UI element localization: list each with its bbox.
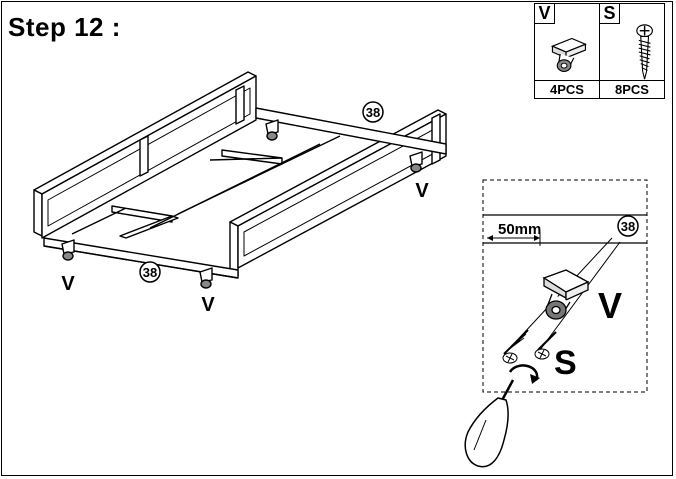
callout-38-inset: 38 bbox=[617, 215, 639, 237]
caster-back-left bbox=[61, 239, 75, 261]
callout-38-top-label: 38 bbox=[366, 105, 380, 120]
slats bbox=[71, 135, 341, 239]
detail-inset: 50mm 38 V bbox=[464, 179, 648, 468]
measurement-dimension: 50mm bbox=[487, 221, 541, 246]
parts-legend: V 4PCS S 8PCS bbox=[534, 3, 666, 99]
screw-detail-left bbox=[502, 329, 529, 364]
callout-38-inset-label: 38 bbox=[621, 219, 635, 234]
part-s-qty: 8PCS bbox=[600, 80, 664, 98]
callout-38-bottom-label: 38 bbox=[143, 265, 157, 280]
rotation-arrow-icon bbox=[508, 364, 540, 384]
part-v-qty: 4PCS bbox=[535, 80, 599, 98]
part-s-letter: S bbox=[600, 4, 620, 24]
caster-label-middle: V bbox=[201, 294, 215, 316]
part-s-box: S 8PCS bbox=[599, 3, 665, 99]
caster-front-right bbox=[409, 151, 423, 173]
callout-38-bottom: 38 bbox=[139, 261, 161, 283]
caster-front-left bbox=[199, 267, 213, 289]
measurement-label: 50mm bbox=[498, 221, 541, 238]
caster-wheel-icon bbox=[550, 37, 587, 73]
screw-detail-right bbox=[534, 331, 557, 360]
part-v-letter: V bbox=[535, 4, 555, 24]
front-side-panel bbox=[229, 109, 447, 277]
caster-label-right: V bbox=[415, 180, 429, 202]
caster-label-inset: V bbox=[598, 285, 622, 326]
screwdriver-icon bbox=[464, 379, 515, 468]
screw-icon bbox=[636, 24, 653, 80]
step-title: Step 12 : bbox=[8, 12, 121, 42]
screw-label-inset: S bbox=[554, 344, 577, 382]
caster-detail bbox=[542, 269, 590, 320]
caster-label-left: V bbox=[61, 273, 75, 295]
back-side-panel bbox=[33, 71, 257, 239]
callout-38-top: 38 bbox=[362, 101, 384, 123]
back-end-rail bbox=[255, 107, 447, 155]
part-v-box: V 4PCS bbox=[534, 3, 600, 99]
caster-back-right bbox=[265, 119, 279, 141]
